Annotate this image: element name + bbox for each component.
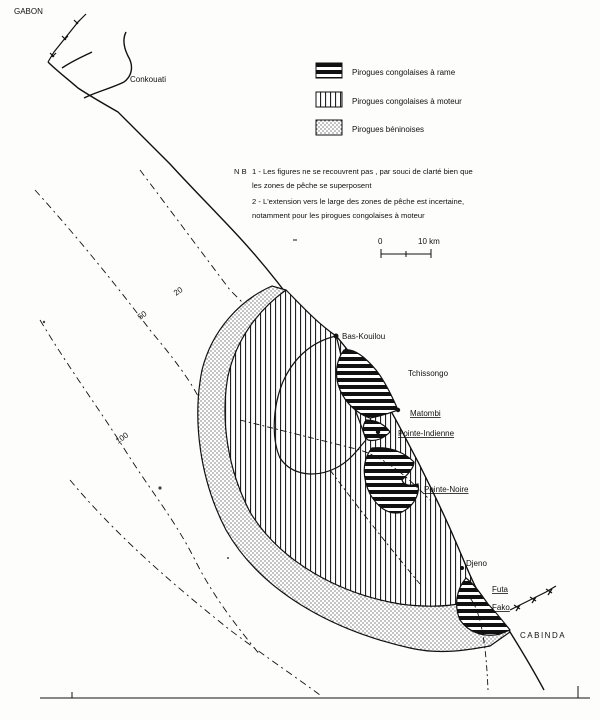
marker-matombi <box>395 407 401 413</box>
label-tchissongo: Tchissongo <box>408 369 449 378</box>
isobath-outer <box>69 479 321 696</box>
scale-max: 10 km <box>418 237 440 246</box>
label-pointe-noire: Pointe-Noire <box>424 485 469 494</box>
border-gabon <box>47 13 87 63</box>
scale-zero: 0 <box>378 237 383 246</box>
note-prefix: N B <box>234 167 247 176</box>
label-conkouati: Conkouati <box>130 75 166 84</box>
zone-rame-tchissongo <box>335 349 399 419</box>
label-gabon: GABON <box>14 7 43 16</box>
scale-bar: 0 10 km <box>293 237 440 258</box>
legend: Pirogues congolaises à rame Pirogues con… <box>315 62 462 136</box>
isobath-50 <box>34 189 201 401</box>
label-pointe-indienne: Pointe-Indienne <box>398 429 455 438</box>
legend-swatch-moteur <box>315 91 343 108</box>
border-cabinda <box>509 585 557 612</box>
note-line-1b: les zones de pêche se superposent <box>252 181 372 190</box>
map-note: N B 1 - Les figures ne se recouvrent pas… <box>234 167 473 220</box>
depth-label-20: 20 <box>172 285 185 298</box>
label-bas-kouilou: Bas-Kouilou <box>342 332 385 341</box>
label-futa: Futa <box>492 585 509 594</box>
depth-label-50: 50 <box>136 309 149 322</box>
marker-djeno <box>460 566 464 570</box>
label-matombi: Matombi <box>410 409 441 418</box>
legend-label-beninoises: Pirogues béninoises <box>352 125 424 134</box>
label-cabinda: CABINDA <box>520 631 566 640</box>
isobath-100 <box>39 319 261 656</box>
zone-boundaries <box>239 419 489 691</box>
river-conkouati <box>83 31 133 99</box>
zone-rame-futa-fako <box>456 577 511 636</box>
note-line-1: 1 - Les figures ne se recouvrent pas , p… <box>252 167 473 176</box>
zone-rame-matombi <box>362 419 391 442</box>
label-fako: Fako <box>492 603 510 612</box>
bottom-frame <box>40 686 590 699</box>
marker-pointe-indienne <box>375 429 381 435</box>
depth-label-100: 100 <box>114 430 131 445</box>
label-djeno: Djeno <box>466 559 487 568</box>
zone-rame-pointe-noire <box>363 447 419 514</box>
legend-label-moteur: Pirogues congolaises à moteur <box>352 97 462 106</box>
marker-bas-kouilou <box>333 333 339 339</box>
note-line-2b: notamment pour les pirogues congolaises … <box>252 211 425 220</box>
map-specks <box>42 320 229 559</box>
legend-swatch-rame <box>315 62 343 79</box>
note-line-2: 2 - L'extension vers le large des zones … <box>252 197 464 206</box>
legend-swatch-beninoises <box>315 119 343 136</box>
river-small <box>61 51 93 69</box>
place-markers <box>333 333 464 570</box>
legend-label-rame: Pirogues congolaises à rame <box>352 68 456 77</box>
